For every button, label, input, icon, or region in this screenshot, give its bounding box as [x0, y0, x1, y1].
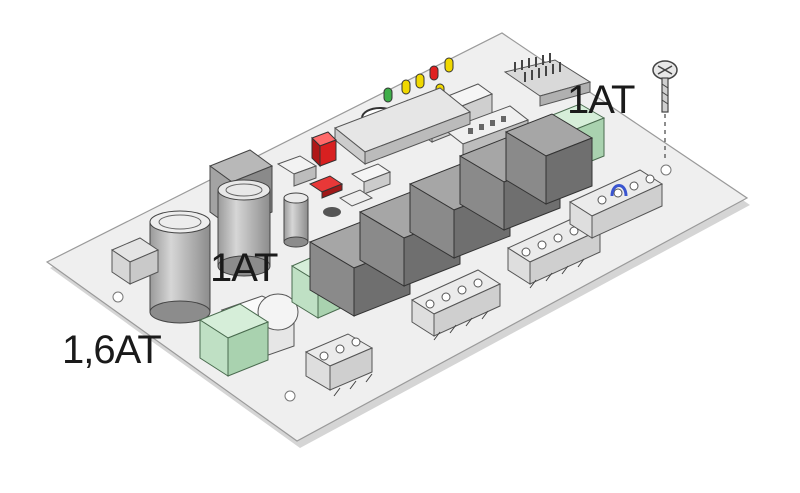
mounting-hole: [112, 291, 124, 303]
led-icon: [383, 87, 393, 103]
terminal-block-green: [198, 303, 270, 377]
red-switch: [308, 131, 344, 199]
pin-header: [503, 53, 592, 107]
terminal-strip: [304, 333, 374, 391]
capacitor: [217, 179, 271, 277]
small-components: [276, 155, 392, 217]
mounting-hole: [284, 390, 296, 402]
capacitor: [283, 192, 309, 248]
fuse-rating-label-right: 1AT: [567, 78, 635, 122]
capacitor: [149, 210, 211, 324]
fuse-rating-label-center: 1AT: [210, 246, 278, 290]
relay: [504, 113, 594, 205]
led-icon: [415, 73, 425, 89]
screw-icon: [652, 60, 678, 160]
jumper-wire: [610, 184, 628, 197]
fuse-rating-label-left: 1,6AT: [62, 328, 162, 372]
terminal-strip: [410, 269, 502, 337]
mounting-hole: [660, 164, 672, 176]
led-icon: [444, 57, 454, 73]
led-icon: [401, 79, 411, 95]
ic-chip: [334, 87, 471, 166]
terminal-block: [110, 237, 160, 285]
led-icon: [429, 65, 439, 81]
terminal-strip: [568, 169, 664, 239]
terminal-arrows: [333, 258, 585, 397]
